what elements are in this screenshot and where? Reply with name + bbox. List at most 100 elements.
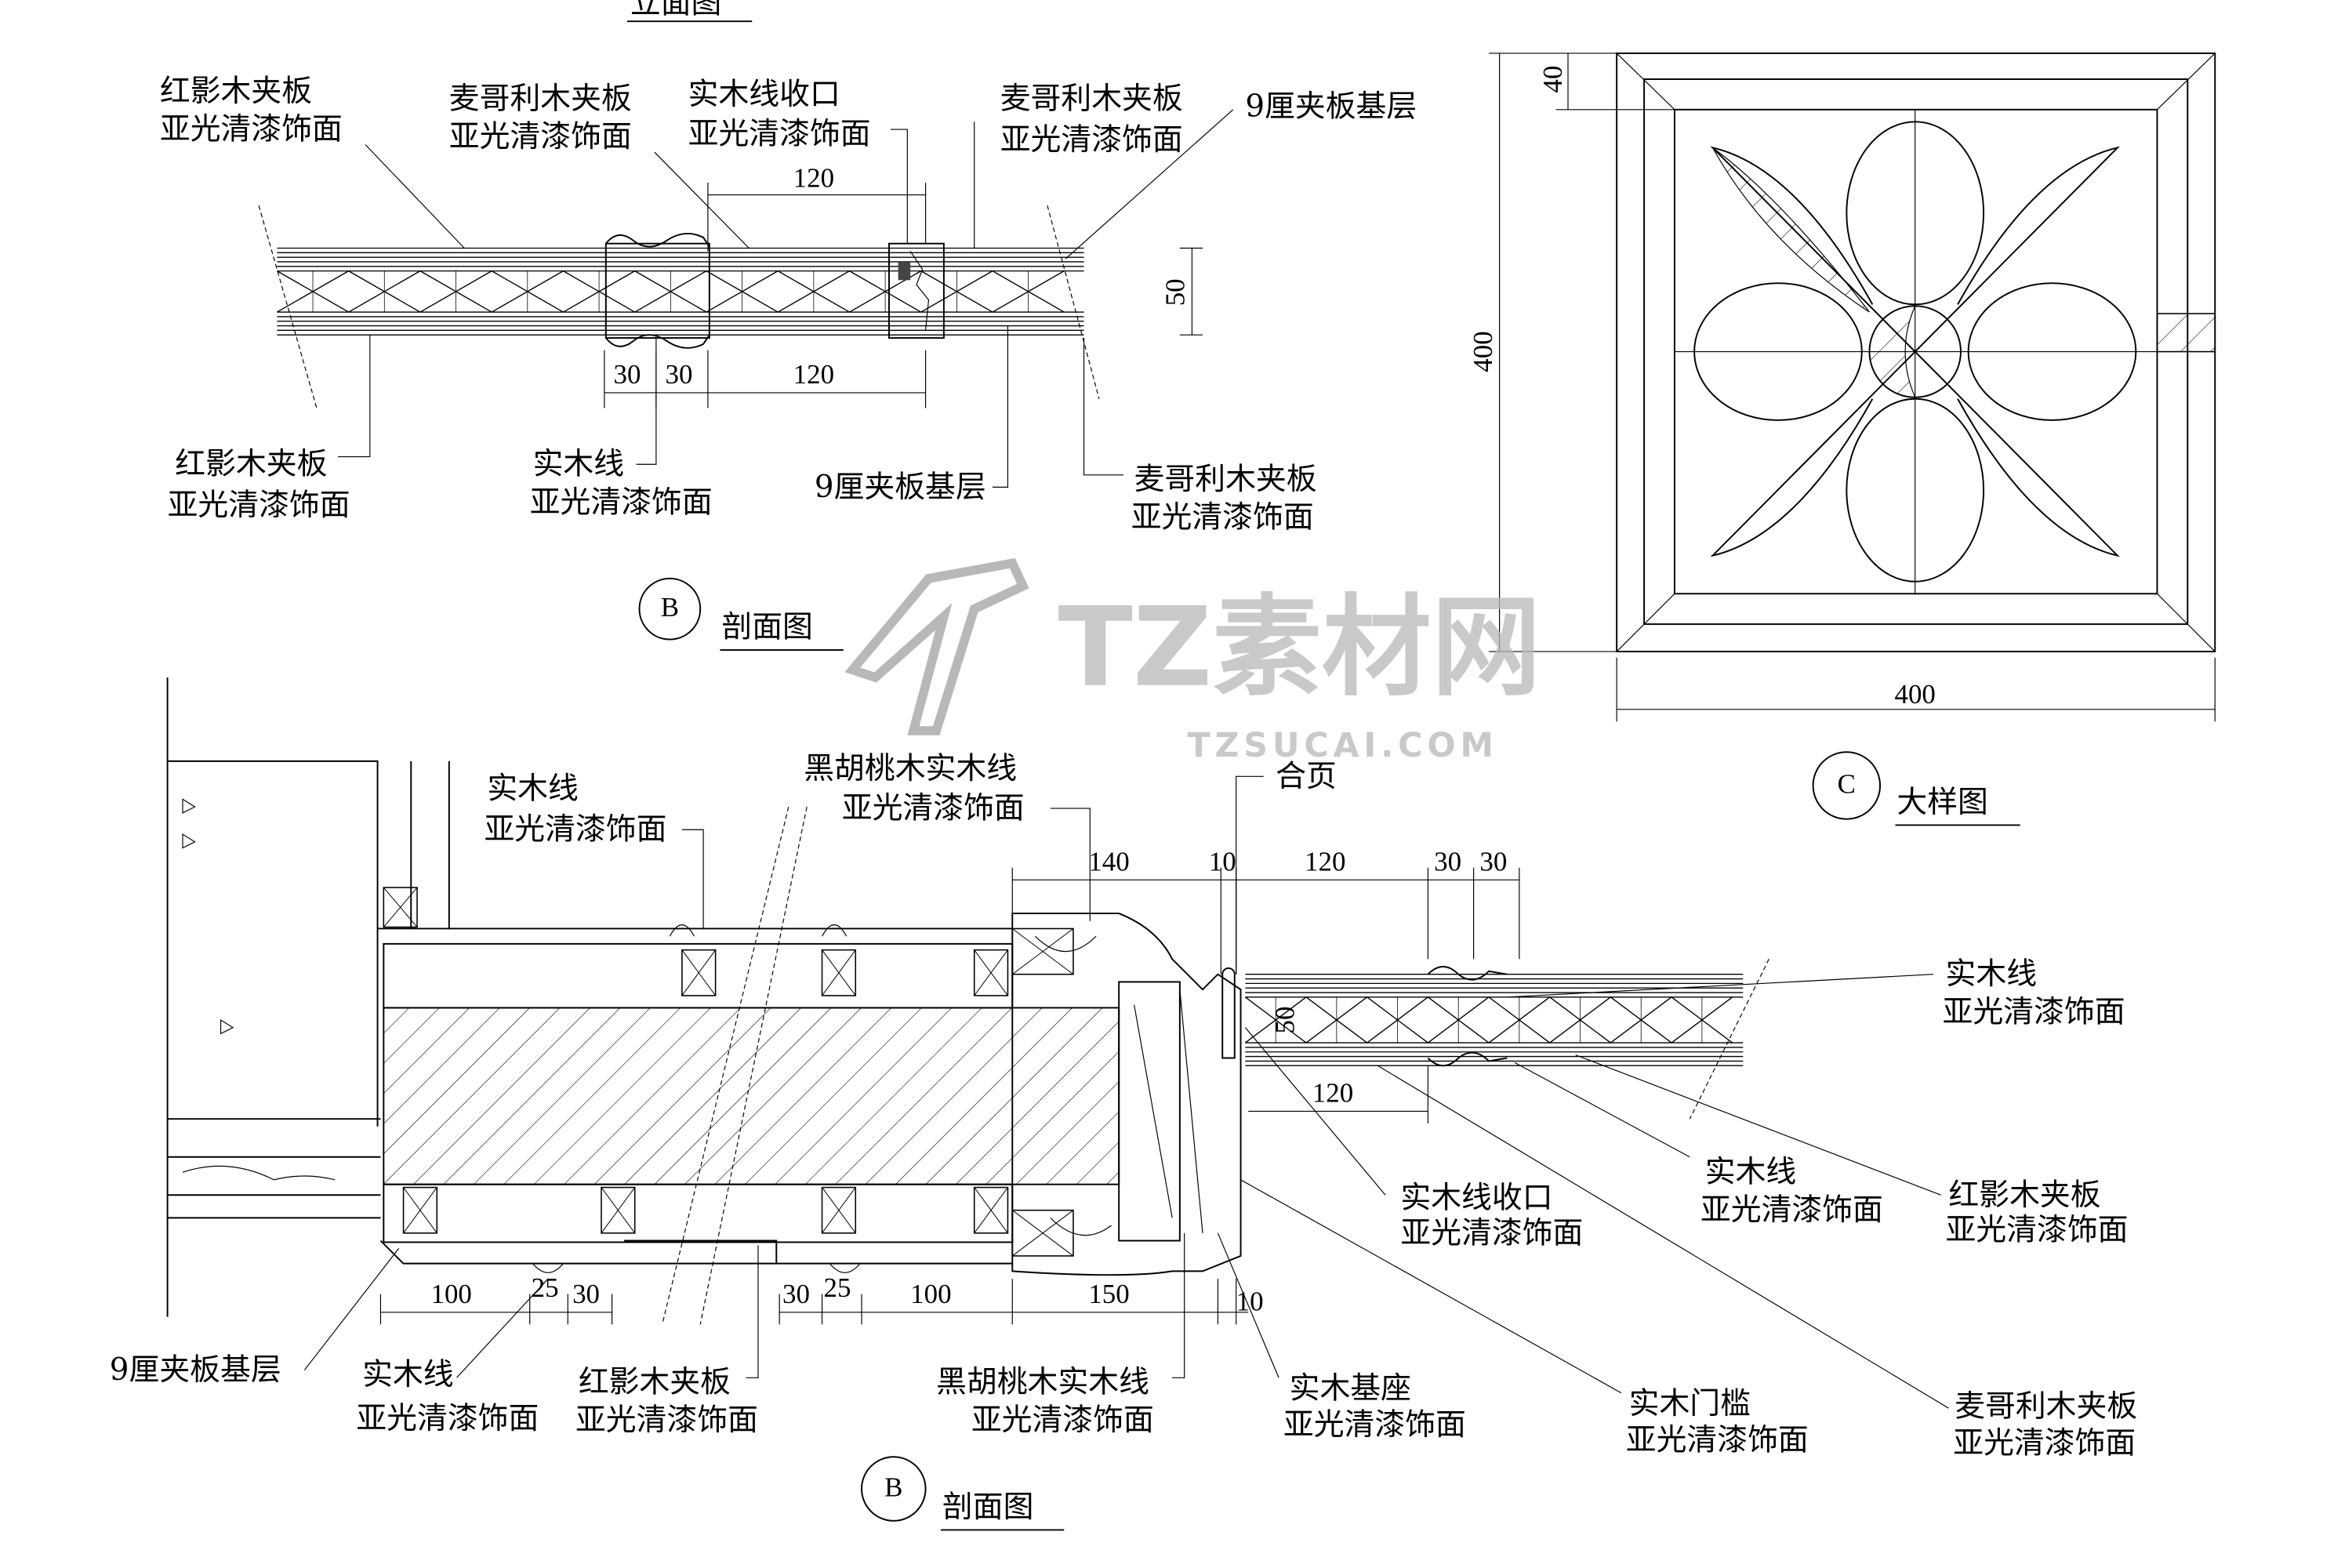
label-maigeli-a-2: 亚光清漆饰面 (449, 119, 632, 154)
label-shoukou-1: 实木线收口 (1400, 1181, 1552, 1216)
watermark-url: TZSUCAI.COM (1188, 726, 1498, 765)
dim-top-10: 10 (1209, 847, 1236, 877)
blocking-boxes (383, 887, 1074, 1257)
label-shoukou-1: 实木线收口 (688, 77, 840, 112)
dim-bot-100a: 100 (431, 1279, 472, 1309)
drawing-line (1011, 928, 1074, 975)
dim-bot-100b: 100 (910, 1279, 951, 1309)
blocking-box (821, 1186, 857, 1234)
watermark: TZ素材网 TZSUCAI.COM (844, 557, 1541, 765)
dim-top-30b: 30 (1479, 847, 1507, 877)
label-shimuxian-a-2: 亚光清漆饰面 (484, 812, 666, 848)
label-base: 9厘夹板基层 (110, 1352, 281, 1388)
top-rail (383, 942, 1014, 1009)
drawing-line (822, 949, 856, 996)
blocking-box (973, 949, 1009, 996)
trim-profile (909, 251, 930, 331)
label-maigeli-2: 亚光清漆饰面 (1953, 1425, 2136, 1461)
rosette-outer-frame (1616, 52, 2216, 653)
label-shimuxian-b-2: 亚光清漆饰面 (1943, 995, 2125, 1030)
blocking-box (383, 887, 418, 928)
rosette-ornament (1693, 121, 2216, 583)
label-heihutao-b-1: 黑胡桃木实木线 (936, 1365, 1149, 1400)
label-shimuxian-a-1: 实木线 (487, 771, 578, 806)
drawing-line (822, 1187, 856, 1234)
label-menkan-1: 实木门槛 (1629, 1386, 1751, 1421)
molding-block (604, 242, 710, 339)
door-frame-hatched (383, 1007, 1120, 1185)
label-base-bot: 9厘夹板基层 (815, 470, 986, 505)
edge-trim-block (888, 242, 945, 339)
blocking-box (973, 1186, 1009, 1234)
label-maigeli-c-2: 亚光清漆饰面 (1131, 500, 1314, 535)
drawing-line (974, 949, 1008, 996)
section-top: 120 30 30 120 50 红影木夹板 亚光清漆饰面 麦哥利木夹板 亚光清… (160, 74, 1417, 652)
label-shimuxian-d-2: 亚光清漆饰面 (356, 1401, 539, 1436)
dim-bot-25a: 25 (532, 1272, 559, 1303)
detail-title: 大样图 (1896, 785, 1988, 820)
drawing-line (1011, 1210, 1074, 1257)
break-line-b (662, 806, 789, 1325)
door-leaf-veneer (1245, 974, 1744, 1066)
drawing-line (403, 1187, 437, 1234)
dim-bot-25b: 25 (823, 1272, 851, 1303)
section-bottom-title: 剖面图 (942, 1490, 1034, 1525)
label-heihutao-a-1: 黑胡桃木实木线 (804, 751, 1017, 786)
drawing-line (601, 1187, 636, 1234)
door-jamb (1011, 913, 1242, 1276)
label-heihutao-b-2: 亚光清漆饰面 (971, 1403, 1154, 1438)
elevation-title-group: 立面图 (627, 0, 753, 23)
break-line-right (1047, 205, 1100, 399)
label-shimuxian-d-1: 实木线 (362, 1357, 454, 1392)
dim-bot-150: 150 (1088, 1279, 1129, 1309)
wood-molding (605, 233, 710, 349)
label-maigeli-b-1: 麦哥利木夹板 (1000, 82, 1183, 117)
section-top-title: 剖面图 (721, 609, 813, 644)
label-shimuxian-2: 亚光清漆饰面 (530, 485, 713, 520)
drawing-line (681, 949, 717, 996)
label-hongying-top-1: 红影木夹板 (160, 74, 312, 109)
label-maigeli-1: 麦哥利木夹板 (1955, 1389, 2137, 1425)
dim-border-40: 40 (1537, 66, 1568, 93)
dim-top-120: 120 (793, 163, 834, 194)
label-hongying-bot-2: 亚光清漆饰面 (168, 488, 350, 523)
break-line-a (699, 807, 808, 1325)
break-line-left (258, 205, 318, 408)
label-maigeli-a-1: 麦哥利木夹板 (449, 82, 632, 117)
label-menkan-2: 亚光清漆饰面 (1626, 1422, 1809, 1457)
leaf-molding (1427, 966, 1508, 1067)
panel-veneer-lines (277, 247, 1084, 336)
label-hongying-b-1: 红影木夹板 (579, 1365, 731, 1400)
drawing-line (383, 887, 418, 927)
base-moldings (379, 1240, 1013, 1265)
dim-bot-30a: 30 (572, 1279, 600, 1309)
dim-bot-30a: 30 (614, 359, 641, 390)
bottom-rail (383, 1183, 1014, 1243)
section-marker-b (638, 577, 702, 641)
label-shoukou-2: 亚光清漆饰面 (688, 116, 871, 151)
detail-marker-c (1812, 751, 1882, 820)
door-leaf-core (1244, 996, 1733, 1044)
label-shimuxian-c-2: 亚光清漆饰面 (1700, 1192, 1883, 1228)
marker-b-letter: B (661, 592, 679, 622)
section-marker-b-bottom (861, 1456, 927, 1522)
drawing-line (974, 1187, 1008, 1234)
hardware-piece (898, 261, 911, 281)
dim-width-400: 400 (1895, 679, 1936, 710)
label-base-top: 9厘夹板基层 (1245, 89, 1417, 124)
label-hongying-b-2: 亚光清漆饰面 (575, 1403, 758, 1438)
marker-b-bottom-letter: B (884, 1472, 902, 1503)
dim-top-140: 140 (1088, 847, 1129, 877)
label-hongying-a-2: 亚光清漆饰面 (1946, 1212, 2129, 1247)
label-jizuo-1: 实木基座 (1290, 1370, 1411, 1406)
marker-c-letter: C (1838, 769, 1856, 800)
label-hongying-top-2: 亚光清漆饰面 (160, 112, 343, 147)
label-heihutao-a-2: 亚光清漆饰面 (842, 791, 1025, 826)
label-maigeli-c-1: 麦哥利木夹板 (1134, 462, 1317, 497)
hinge-icon (1221, 967, 1236, 1059)
blocking-box (681, 949, 717, 996)
watermark-logo-icon (844, 557, 1029, 735)
dim-120: 120 (1312, 1078, 1353, 1109)
dim-top-120: 120 (1305, 847, 1345, 877)
panel-core-truss (277, 270, 1065, 313)
